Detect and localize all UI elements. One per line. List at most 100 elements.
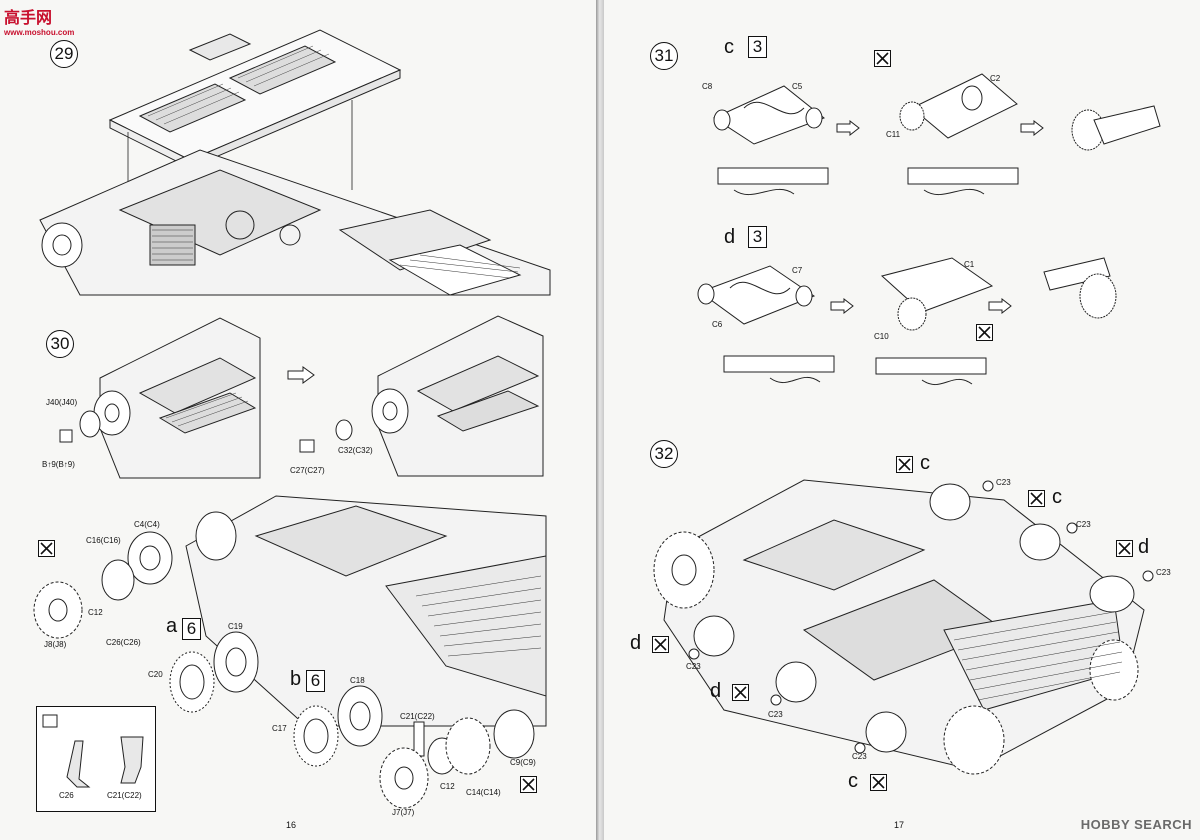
- instruction-page-left: 高手网 www.moshou.com 29: [0, 0, 596, 840]
- variant-d-qty: 3: [748, 226, 767, 248]
- step-30-hull-after: [371, 315, 544, 477]
- label-c23-4: C23: [686, 662, 701, 671]
- page-number-right: 17: [894, 820, 905, 830]
- step-31-number: 31: [650, 42, 678, 70]
- not-for-use-icon-2: [520, 776, 537, 793]
- bogie-mount-32c: [1089, 570, 1154, 613]
- spring-detail-d2: [875, 357, 987, 386]
- step-29-number: 29: [50, 40, 78, 68]
- spring-detail-c2: [907, 167, 1019, 196]
- label-c8: C8: [702, 82, 713, 91]
- step-30-hull-before: [93, 317, 261, 479]
- variant-b-letter: b: [290, 668, 302, 690]
- step-30-idler-parts: [59, 410, 101, 443]
- label-c1: C1: [964, 260, 975, 269]
- step-30-axle-parts: [299, 419, 353, 453]
- label-c32: C32(C32): [338, 446, 373, 455]
- label-c14: C14(C14): [466, 788, 501, 797]
- label-c23-1: C23: [996, 478, 1011, 487]
- not-for-use-icon-31b: [976, 324, 993, 341]
- variant-d-letter-32c: d: [710, 680, 722, 702]
- variant-c-qty: 3: [748, 36, 767, 58]
- label-c27: C27(C27): [290, 466, 325, 475]
- label-c12-b: C12: [440, 782, 455, 791]
- label-j7: J7(J7): [392, 808, 415, 817]
- bogie-complete-c: [1071, 105, 1161, 151]
- not-for-use-icon-32b: [1028, 490, 1045, 507]
- label-j40: J40(J40): [46, 398, 78, 407]
- hobby-search-logo: HOBBY SEARCH: [1080, 817, 1192, 832]
- step-32-number: 32: [650, 440, 678, 468]
- bogie-assembly-c: [899, 73, 1018, 139]
- legend-label-c26: C26: [59, 791, 74, 800]
- arrow-right-icon-31c: [830, 298, 854, 314]
- bogie-frame-c: [712, 85, 826, 145]
- label-j8: J8(J8): [44, 640, 67, 649]
- variant-b-qty: 6: [306, 670, 325, 692]
- variant-c-letter: c: [724, 36, 734, 58]
- label-c26: C26(C26): [106, 638, 141, 647]
- bogie-mount-32e: [770, 661, 817, 706]
- label-c18: C18: [350, 676, 365, 685]
- label-c9: C9(C9): [510, 758, 536, 767]
- legend-label-c21: C21(C22): [107, 791, 142, 800]
- variant-c-letter-32a: c: [920, 452, 930, 474]
- variant-d-letter-32b: d: [630, 632, 642, 654]
- arrow-right-icon: [287, 366, 315, 384]
- label-c23-2: C23: [1076, 520, 1091, 529]
- spring-detail-c1: [717, 167, 829, 196]
- label-b9: B↑9(B↑9): [42, 460, 75, 469]
- step-30-front-sprocket: [379, 709, 535, 809]
- label-c12-a: C12: [88, 608, 103, 617]
- bogie-assembly-d: [880, 257, 994, 331]
- label-c10: C10: [874, 332, 889, 341]
- variant-a-qty: 6: [182, 618, 201, 640]
- bogie-mount-32b: [1019, 522, 1078, 561]
- not-for-use-icon-31a: [874, 50, 891, 67]
- variant-d-letter-32a: d: [1138, 536, 1150, 558]
- road-wheel-a: [169, 631, 259, 713]
- bogie-frame-d: [697, 265, 816, 325]
- label-c21: C21(C22): [400, 712, 435, 721]
- page-number-left: 16: [286, 820, 297, 830]
- variant-c-letter-32b: c: [1052, 486, 1062, 508]
- watermark-url: www.moshou.com: [4, 28, 75, 37]
- spring-detail-d1: [723, 355, 835, 384]
- not-for-use-icon-32a: [896, 456, 913, 473]
- step-30-sprocket-parts: [33, 531, 173, 639]
- step-30-number: 30: [46, 330, 74, 358]
- label-c23-3: C23: [1156, 568, 1171, 577]
- label-c19: C19: [228, 622, 243, 631]
- label-c7: C7: [792, 266, 803, 275]
- road-wheel-b: [293, 685, 383, 767]
- arrow-right-icon-31d: [988, 298, 1012, 314]
- book-spine: [596, 0, 604, 840]
- bogie-mount-32f: [854, 711, 907, 754]
- legend-drawing: [42, 714, 144, 788]
- variant-c-letter-32c: c: [848, 770, 858, 792]
- not-for-use-icon-32c: [1116, 540, 1133, 557]
- bogie-mount-32a: [929, 480, 994, 521]
- label-c4: C4(C4): [134, 520, 160, 529]
- label-c23-6: C23: [852, 752, 867, 761]
- variant-d-letter: d: [724, 226, 736, 248]
- not-for-use-icon: [38, 540, 55, 557]
- label-c5: C5: [792, 82, 803, 91]
- watermark-title: 高手网: [4, 10, 53, 27]
- label-c6: C6: [712, 320, 723, 329]
- label-c20: C20: [148, 670, 163, 679]
- label-c23-5: C23: [768, 710, 783, 719]
- label-c16: C16(C16): [86, 536, 121, 545]
- label-c2: C2: [990, 74, 1001, 83]
- step-29-drawing: [39, 29, 551, 296]
- bogie-mount-32d: [688, 615, 735, 660]
- parts-legend-box: C26 C21(C22): [36, 706, 156, 812]
- watermark-logo: 高手网 www.moshou.com: [4, 4, 74, 37]
- not-for-use-icon-32d: [652, 636, 669, 653]
- not-for-use-icon-32e: [732, 684, 749, 701]
- instruction-page-right: 31 c 3 C8 C5 C2 C11 d 3 C7 C6: [604, 0, 1200, 840]
- arrow-right-icon-31b: [1020, 120, 1044, 136]
- step-30-hull-rear: [185, 495, 547, 727]
- label-c17: C17: [272, 724, 287, 733]
- variant-a-letter: a: [166, 615, 178, 637]
